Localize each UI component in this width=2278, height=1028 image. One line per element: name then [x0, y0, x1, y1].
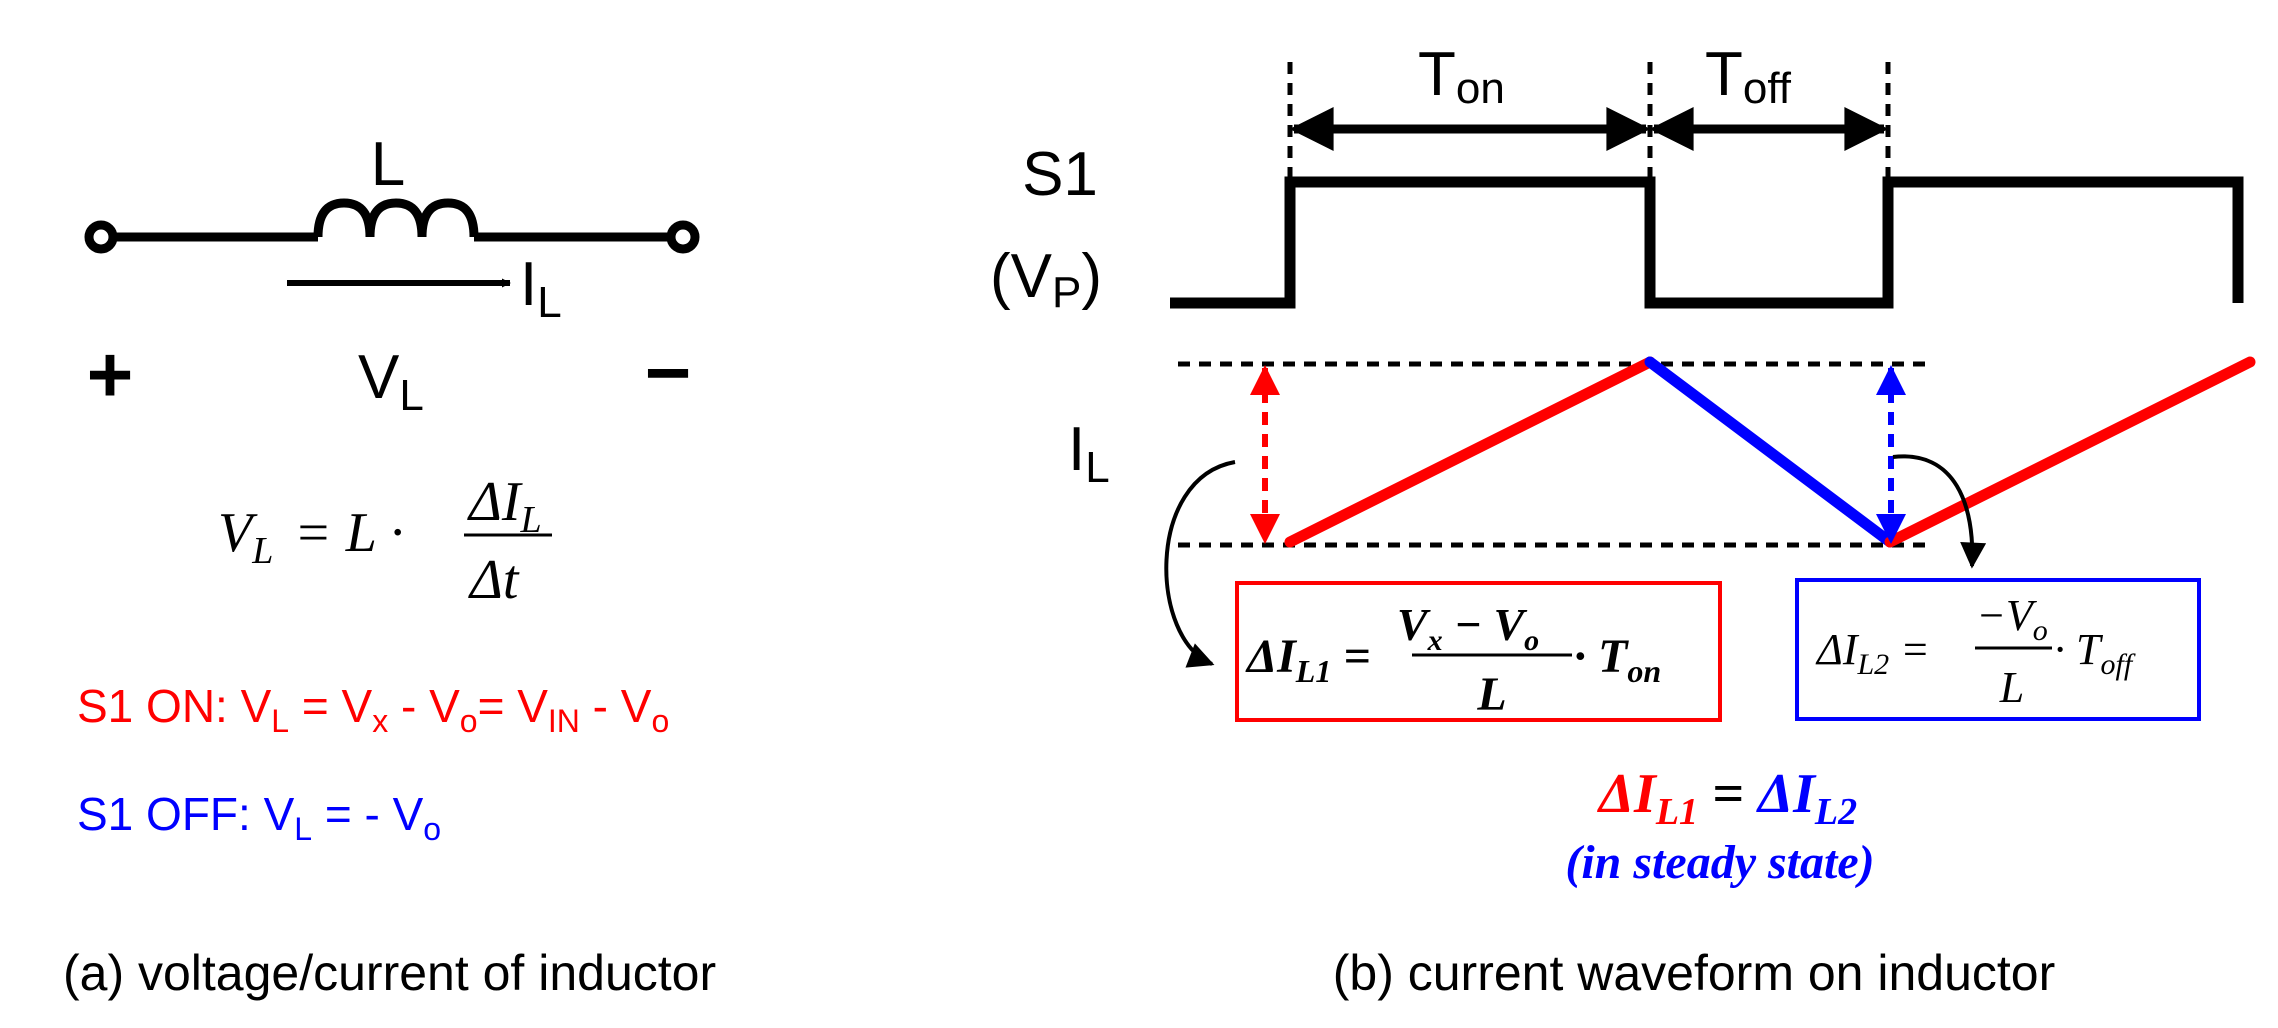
equation-lhs: VL [218, 502, 273, 572]
s1-off-equation: S1 OFF: VL = - Vo [77, 788, 441, 847]
il-rise-2 [1884, 356, 2256, 548]
steady-state-equation: ΔIL1 = ΔIL2 [1597, 763, 1857, 833]
left-terminal [84, 220, 118, 254]
inductor-label: L [371, 130, 405, 199]
current-bounds [1178, 361, 1930, 548]
voltage-label: VL [358, 343, 424, 420]
pointer-arrow-2 [1892, 454, 1987, 569]
panel-b: Ton Toff S1 (VP) IL ΔIL1 = Vx − Vo [990, 40, 2256, 1001]
equation-numerator: ΔIL [467, 471, 542, 541]
il-fall [1644, 356, 1896, 548]
equation-mid: = L · [294, 502, 404, 564]
box1-denominator: L [1476, 668, 1506, 721]
plus-sign: + [87, 330, 134, 419]
panel-a: L IL + − VL VL = L · ΔIL Δt S1 ON: VL = … [63, 130, 716, 1001]
current-label: IL [520, 250, 562, 327]
box2-numerator: −Vo [1976, 591, 2048, 647]
box2-time: · Toff [2054, 625, 2136, 681]
inductor-circuit [84, 198, 700, 254]
pointer-arrow-1 [1164, 460, 1236, 668]
il-rise-1 [1284, 356, 1656, 548]
box2-denominator: L [1999, 663, 2024, 712]
equation-denominator: Δt [468, 549, 520, 611]
s1-label: S1 [1022, 140, 1098, 209]
delta-il2-box: ΔIL2 = −Vo L · Toff [1795, 578, 2201, 721]
box1-time: · Ton [1574, 630, 1661, 689]
vp-label: (VP) [990, 242, 1102, 317]
timing-guides [1287, 62, 1891, 180]
inductor-equation: VL = L · ΔIL Δt [218, 471, 552, 611]
box1-lhs: ΔIL1 = [1245, 630, 1371, 689]
caption-b: (b) current waveform on inductor [1333, 945, 2056, 1001]
ton-label: Ton [1418, 40, 1505, 113]
right-terminal [666, 220, 700, 254]
s1-on-equation: S1 ON: VL = Vx - Vo= VIN - Vo [77, 680, 669, 739]
steady-state-note: (in steady state) [1565, 836, 1874, 889]
toff-label: Toff [1705, 40, 1792, 113]
box1-numerator: Vx − Vo [1397, 599, 1539, 657]
delta-il1-box: ΔIL1 = Vx − Vo L · Ton [1235, 581, 1722, 722]
minus-sign: − [645, 328, 692, 417]
s1-waveform [1170, 176, 2244, 309]
box2-lhs: ΔIL2 = [1815, 625, 1930, 681]
inductor-coil [313, 198, 479, 238]
caption-a: (a) voltage/current of inductor [63, 945, 716, 1001]
il-label: IL [1068, 415, 1110, 492]
